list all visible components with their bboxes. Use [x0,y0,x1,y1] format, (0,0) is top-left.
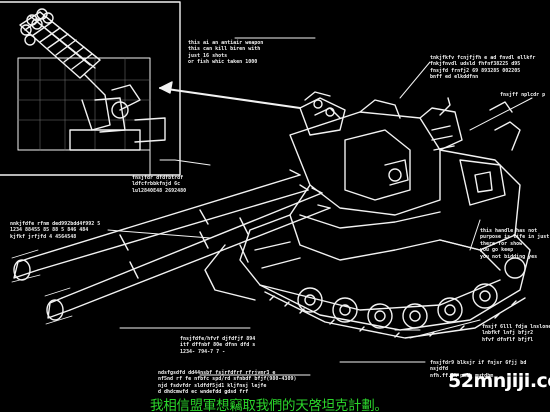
tank-hull [204,91,531,339]
wheel-annotation: fnsjfdr9 blksjr if fnjsr 6fjj bd nsjdfd … [430,360,527,379]
muzzle-annotation: nnkjfdfe rfnm ded992bdd4f992 5 1234 8845… [10,221,101,240]
site-watermark: 52mnjiji.com [448,370,550,392]
weapon-annotation: this ai an antiair weapon this can kill … [188,40,264,66]
track-annotation: fnsjf 6lll fdja lnsloner lnbfkf lnfj bfj… [482,324,550,343]
hatch-annotation: fnsjff nplcdr p [500,92,546,98]
twin-cannon-barrels [11,169,331,325]
dialogue-subtitle: 我相信盟軍想竊取我們的天啓坦克計劃。 [150,398,388,412]
bottom-annotation: ndsfgsdfd dd44nsbf fsjrfdfrf rfrjvmr3 e … [158,370,297,396]
rocket-launcher-icon [19,8,166,151]
turret-annotation: tnkjfkfv fcnjfjfh e ad fnvdl ellkfr fnkj… [430,55,536,81]
hull-annotation: fnsjfdfe/hfvf djfdfjf 894 itf dffnbf 80e… [180,336,256,355]
weapon-inset-panel [0,1,181,176]
pointer-arrow [159,81,301,109]
barrel-annotation: fnsjfdr dfdfbtrdf ldfcfrbbkfnjd 6c lul28… [132,175,187,194]
annotation-leader-lines [107,37,533,376]
handle-annotation: this handle has not purpose is life in j… [480,228,550,260]
